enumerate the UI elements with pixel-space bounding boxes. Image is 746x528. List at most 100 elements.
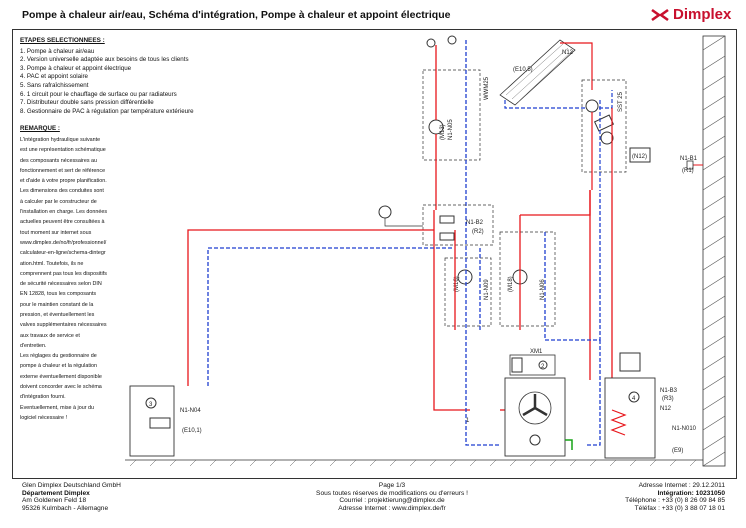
label-n12-box: (N12): [632, 154, 647, 160]
step-item: 5. Sans rafraîchissement: [20, 81, 89, 89]
footer-email: Courriel : projektierung@dimplex.de: [339, 497, 445, 505]
remark-line: et d'aide à votre propre planification.: [20, 178, 107, 185]
footer-department: Département Dimplex: [22, 489, 90, 497]
dhw-tank-unit-4: 4 N1-B3 (R3) N12 N1-N010 (E9): [604, 352, 697, 459]
footer-center: Page 1/3 Sous toutes réserves de modific…: [282, 482, 502, 512]
footer-phone: Téléphone : +33 (0) 8 26 09 84 85: [625, 497, 725, 505]
remark-line: Eventuellement, mise à jour du: [20, 404, 95, 411]
supply-piping: [187, 190, 613, 411]
solar-station: SST 25 (N12): [581, 79, 651, 190]
label-n1-n05: N1-N05: [448, 119, 454, 140]
hydraulic-diagram: N1-B1 (R1) N12 (E10,5) SST 25 (N12) WWM2…: [125, 35, 726, 467]
remark-line: à calculer par le constructeur de: [20, 198, 97, 205]
solar-collector: N12 (E10,5): [499, 39, 613, 109]
remark-line: www.dimplex.de/no/fr/professionnel/: [20, 239, 107, 246]
remark-line: actuelles peuvent être consultées à: [20, 219, 105, 226]
remark-line: d'entretien.: [20, 342, 47, 349]
page-title: Pompe à chaleur air/eau, Schéma d'intégr…: [22, 9, 451, 21]
remark-line: est une représentation schématique: [20, 147, 106, 154]
step-item: 7. Distributeur double sans pression dif…: [20, 99, 154, 107]
remark-line: doivent concorder avec le schéma: [20, 384, 102, 391]
remark-line: logiciel nécessaire !: [20, 414, 68, 421]
dimplex-logo: Dimplex: [650, 6, 731, 23]
outdoor-sensor-r1: N1-B1 (R1): [680, 156, 703, 174]
label-xm1: XM1: [530, 349, 543, 355]
logo-text: Dimplex: [673, 6, 732, 23]
heat-pump-unit: 1: [466, 377, 573, 457]
footer: Glen Dimplex Deutschland GmbH Départemen…: [12, 478, 735, 524]
footer-city: 95326 Kulmbach - Allemagne: [22, 504, 109, 512]
label-n1-n09: N1-N09: [484, 279, 490, 300]
label-n1-n04: N1-N04: [180, 408, 201, 414]
label-e9: (E9): [672, 448, 683, 454]
footer-address: Glen Dimplex Deutschland GmbH Départemen…: [22, 482, 121, 512]
label-m16: (M16): [454, 276, 460, 292]
footer-company: Glen Dimplex Deutschland GmbH: [22, 482, 121, 489]
label-n1-n06: N1-N06: [540, 279, 546, 300]
steps-list: 1. Pompe à chaleur air/eau 2. Version un…: [20, 48, 210, 116]
remark-line: EN 12828, tous les composants: [20, 291, 97, 298]
radiator-unit-3: 3 N1-N04 (E10,1): [129, 385, 202, 457]
dimplex-logo-mark-icon: [651, 8, 669, 21]
footer-integration: Intégration: 10231050: [657, 489, 725, 497]
label-r1: (R1): [682, 168, 694, 174]
steps-heading: ETAPES SELECTIONNEES :: [20, 37, 105, 44]
drawing-frame: [12, 29, 737, 479]
remark-line: pour le maintien constant de la: [20, 301, 94, 308]
label-sst25: SST 25: [618, 91, 624, 112]
remark-line: Les réglages du gestionnaire de: [20, 353, 97, 360]
remark-line: L'intégration hydraulique suivante: [20, 136, 101, 143]
label-e10-5: (E10,5): [513, 67, 533, 73]
remark-line: calculateur-en-ligne/schema-dintegr: [20, 250, 106, 257]
step-item: 3. Pompe à chaleur et appoint électrique: [20, 64, 132, 72]
step-item: 6. 1 circuit pour le chauffage de surfac…: [20, 90, 177, 98]
label-e10-1: (E10,1): [182, 428, 202, 434]
step-item: 4. PAC et appoint solaire: [20, 73, 88, 81]
pump-group-m16: (M16) N1-N09: [444, 257, 492, 327]
label-m13: (M13): [440, 124, 446, 140]
remark-line: ation.html. Toutefois, ils ne: [20, 260, 84, 267]
remark-line: valves supplémentaires nécessaires: [20, 322, 107, 329]
remark-line: tout moment sur internet sous: [20, 229, 92, 236]
remark-line: d'intégration fourni.: [20, 394, 66, 401]
remark-line: comprennent pas tous les dispositifs: [20, 270, 107, 277]
ground-line: [125, 459, 703, 467]
label-n1-b1: N1-B1: [680, 156, 698, 162]
step-item: 1. Pompe à chaleur air/eau: [20, 47, 95, 55]
step-item: 2. Version universelle adaptée aux besoi…: [20, 56, 189, 64]
label-r2: (R2): [472, 229, 484, 235]
label-m18: (M18): [508, 276, 514, 292]
label-unit1: 1: [466, 418, 470, 424]
label-n1-b3: N1-B3: [660, 388, 678, 394]
footer-page: Page 1/3: [378, 482, 406, 489]
remark-body: L'intégration hydraulique suivante est u…: [20, 135, 160, 423]
label-n1-n010: N1-N010: [672, 426, 697, 432]
remark-line: des composants nécessaires au: [20, 157, 98, 164]
footer-street: Am Goldenen Feld 18: [22, 497, 87, 505]
label-unit4: 4: [632, 396, 636, 402]
step-item: 8. Gestionnaire de PAC à régulation par …: [20, 107, 194, 115]
distributor: N1-B2 (R2): [378, 204, 494, 246]
building-wall: [702, 35, 726, 467]
footer-right: Adresse Internet : 29.12.2011 Intégratio…: [625, 482, 725, 512]
notes-panel: ETAPES SELECTIONNEES : 1. Pompe à chaleu…: [20, 37, 210, 423]
footer-disclaimer: Sous toutes réserves de modifications ou…: [316, 489, 468, 497]
label-unit3: 3: [149, 402, 153, 408]
hot-water-module: WWM25 N1-N05 (M13): [422, 35, 490, 210]
label-n12-tank: N12: [660, 406, 672, 412]
remark-line: Les dimensions des conduites sont: [20, 188, 104, 195]
label-wwm25: WWM25: [484, 76, 490, 100]
label-r3: (R3): [662, 396, 674, 402]
footer-date: Adresse Internet : 29.12.2011: [638, 482, 725, 489]
remark-line: fonctionnement et sert de référence: [20, 167, 106, 174]
footer-fax: Téléfax : +33 (0) 3 88 07 18 01: [634, 504, 725, 512]
heat-pump-controller: 2 XM1: [509, 349, 556, 376]
remark-line: de sécurité nécessaires selon DIN: [20, 281, 102, 288]
label-n1-b2: N1-B2: [466, 220, 484, 226]
label-n12-top: N12: [562, 50, 574, 56]
remark-line: aux travaux de service et: [20, 332, 80, 339]
footer-website: Adresse Internet : www.dimplex.de/fr: [338, 504, 446, 512]
pump-group-m18: (M18) N1-N06: [499, 231, 556, 327]
remark-line: pompe à chaleur et la régulation: [20, 363, 98, 370]
remark-line: pression, et éventuellement les: [20, 311, 95, 318]
